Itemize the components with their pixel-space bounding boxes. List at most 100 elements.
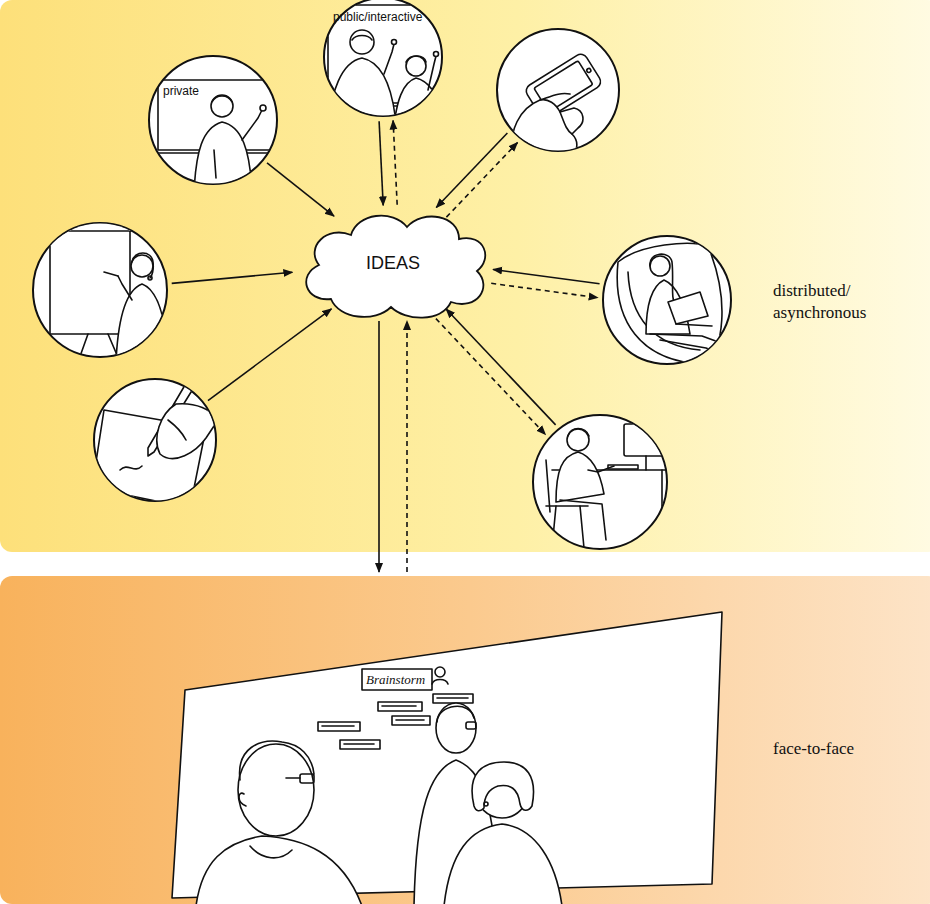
- flow-arrow: [379, 121, 383, 205]
- desktop-sketch: [546, 460, 550, 512]
- face-to-face-scene: [414, 760, 500, 904]
- desktop-sketch: [560, 500, 606, 540]
- flipchart-sketch: [131, 255, 153, 277]
- public-whiteboard-sketch: [393, 78, 446, 135]
- phone-sketch: [540, 93, 570, 100]
- circle-outline: [324, 0, 442, 116]
- face-to-face-scene: [362, 669, 432, 690]
- laptop-sketch: [676, 324, 712, 326]
- phone-sketch: [524, 52, 604, 121]
- idea-cloud: IDEAS: [291, 203, 495, 323]
- pen-paper-sketch: [120, 466, 142, 470]
- face-to-face-scene: [238, 744, 314, 836]
- flipchart-sketch: [132, 253, 153, 278]
- face-to-face-scene: [250, 846, 292, 858]
- phone-sketch: [511, 52, 603, 160]
- laptop-sketch: [617, 243, 722, 364]
- private-whiteboard-sketch: [212, 96, 232, 102]
- flow-arrow: [267, 163, 334, 216]
- public-whiteboard-sketch: [322, 5, 450, 135]
- circle-outline: [32, 222, 168, 358]
- private-whiteboard-sketch: [158, 80, 280, 150]
- face-to-face-scene: [240, 741, 314, 780]
- phone-sketch: [511, 100, 583, 160]
- public-whiteboard-sketch: [322, 105, 450, 107]
- pen-paper-sketch: [157, 404, 218, 459]
- face-to-face-scene: [437, 706, 474, 722]
- public-whiteboard-sketch: [406, 56, 426, 62]
- laptop-sketch: [646, 280, 690, 334]
- board-label: private: [163, 84, 243, 98]
- laptop-sketch: [650, 334, 740, 350]
- circle-outline: [603, 236, 731, 364]
- desktop-sketch: [567, 429, 589, 451]
- face-to-face-scene: [344, 743, 374, 745]
- face-to-face-scene: [172, 612, 722, 898]
- circle-outline: [602, 235, 732, 365]
- phone-sketch: [560, 112, 572, 134]
- device-circle: [532, 414, 668, 550]
- device-circle: [496, 28, 620, 152]
- private-whiteboard-sketch: [260, 105, 266, 111]
- flow-arrow: [491, 283, 597, 297]
- band-label: face-to-face: [773, 738, 898, 760]
- board-label: public/interactive: [333, 10, 443, 24]
- face-to-face-scene: [476, 766, 528, 818]
- pen-paper-sketch: [168, 420, 186, 440]
- device-circle: [93, 378, 217, 502]
- cloud-label: IDEAS: [291, 203, 495, 323]
- face-to-face-scene: [239, 793, 246, 806]
- public-whiteboard-sketch: [352, 36, 372, 41]
- circle-outline: [33, 223, 167, 357]
- circle-outline: [497, 29, 619, 151]
- laptop-sketch: [628, 272, 700, 350]
- pen-paper-sketch: [92, 380, 218, 508]
- public-whiteboard-sketch: [384, 44, 394, 74]
- face-to-face-scene: [340, 740, 380, 749]
- face-to-face-scene: [433, 694, 473, 703]
- private-whiteboard-sketch: [194, 122, 252, 192]
- public-whiteboard-sketch: [328, 58, 397, 135]
- face-to-face-scene: [435, 667, 445, 677]
- circle-outline: [148, 55, 278, 185]
- desktop-sketch: [645, 456, 647, 470]
- face-to-face-scene: [378, 702, 422, 711]
- public-whiteboard-sketch: [434, 52, 439, 57]
- phone-sketch: [524, 52, 604, 121]
- flipchart-sketch: [116, 284, 168, 362]
- face-to-face-scene: [396, 719, 424, 721]
- flow-arrow: [172, 272, 293, 283]
- face-to-face-scene: [437, 697, 468, 699]
- private-whiteboard-sketch: [242, 110, 262, 140]
- flow-arrow: [393, 121, 397, 205]
- desktop-sketch: [624, 424, 668, 456]
- private-whiteboard-sketch: [211, 95, 233, 117]
- desktop-sketch: [546, 424, 674, 548]
- face-to-face-scene: [382, 705, 416, 707]
- face-to-face-scene: [484, 802, 488, 806]
- desktop-sketch: [608, 465, 638, 469]
- flipchart-sketch: [148, 276, 152, 280]
- face-to-face-scene: [286, 777, 300, 779]
- laptop-sketch: [668, 292, 708, 324]
- device-circle: [32, 222, 168, 358]
- flipchart-sketch: [118, 276, 132, 300]
- desktop-sketch: [568, 429, 589, 437]
- face-to-face-scene: [172, 612, 722, 904]
- desktop-sketch: [588, 466, 614, 472]
- band-label: distributed/ asynchronous: [773, 280, 898, 324]
- public-whiteboard-sketch: [328, 5, 446, 103]
- flow-arrow: [406, 321, 408, 572]
- face-to-face-scene: [196, 836, 362, 904]
- laptop-sketch: [660, 340, 740, 362]
- flow-arrow: [436, 133, 507, 208]
- flow-arrow: [446, 309, 556, 425]
- circle-outline: [533, 415, 667, 549]
- desktop-sketch: [556, 452, 604, 502]
- flipchart-sketch: [50, 230, 130, 334]
- public-whiteboard-sketch: [392, 40, 397, 45]
- flow-arrow: [378, 321, 380, 572]
- flipchart-sketch: [104, 272, 118, 276]
